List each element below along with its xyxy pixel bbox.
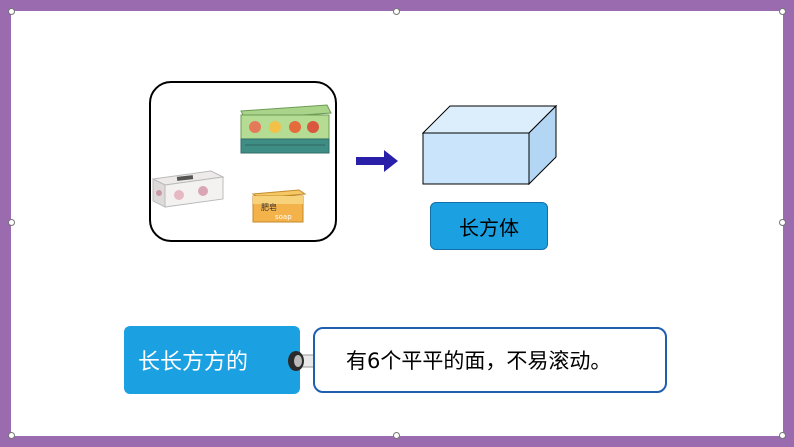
cuboid-shape — [422, 105, 557, 185]
resize-handle-top-right[interactable] — [779, 8, 786, 15]
resize-handle-top-left[interactable] — [8, 8, 15, 15]
resize-handle-middle-right[interactable] — [779, 219, 786, 226]
objects-picture: 肥皂 soap — [149, 81, 337, 242]
phrase-box: 长长方方的 — [124, 326, 300, 394]
pencil-box-image — [240, 104, 332, 154]
description-box: 有6个平平的面，不易滚动。 — [313, 327, 667, 393]
right-arrow-icon — [356, 150, 398, 172]
resize-handle-bottom-center[interactable] — [393, 432, 400, 439]
tissue-box-image — [151, 170, 225, 208]
resize-handle-bottom-right[interactable] — [779, 432, 786, 439]
soap-box-image: 肥皂 soap — [251, 189, 307, 223]
soap-chinese-text: 肥皂 — [261, 202, 277, 212]
resize-handle-bottom-left[interactable] — [8, 432, 15, 439]
cuboid-label: 长方体 — [430, 202, 548, 250]
resize-handle-middle-left[interactable] — [8, 219, 15, 226]
resize-handle-top-center[interactable] — [393, 8, 400, 15]
soap-english-text: soap — [275, 213, 292, 221]
